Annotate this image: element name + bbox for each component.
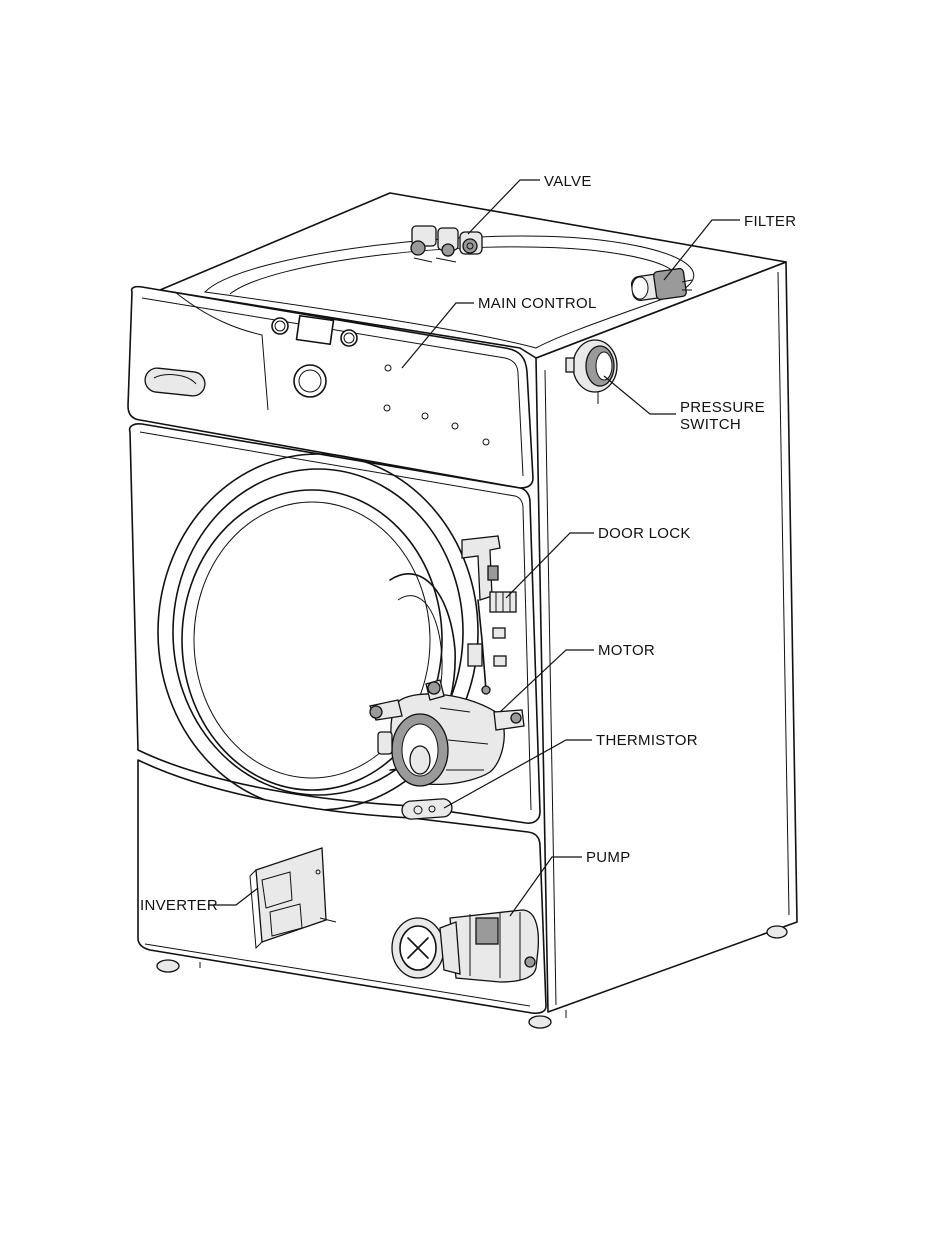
label-door-lock: DOOR LOCK (598, 525, 691, 542)
label-pressure-switch-line1: PRESSURE (680, 399, 765, 416)
pump-component (392, 910, 538, 982)
label-filter: FILTER (744, 213, 796, 230)
panel-knob-right (341, 330, 357, 346)
foot-back-right (767, 926, 787, 938)
display-window (296, 316, 333, 344)
label-valve: VALVE (544, 173, 592, 190)
foot-front-left (157, 960, 179, 972)
label-motor: MOTOR (598, 642, 655, 659)
panel-knob-left (272, 318, 288, 334)
label-inverter: INVERTER (140, 897, 218, 914)
label-pump: PUMP (586, 849, 631, 866)
label-thermistor: THERMISTOR (596, 732, 698, 749)
foot-front-right (529, 1016, 551, 1028)
label-main-control: MAIN CONTROL (478, 295, 597, 312)
label-pressure-switch-line2: SWITCH (680, 416, 741, 433)
access-cover (401, 798, 452, 819)
